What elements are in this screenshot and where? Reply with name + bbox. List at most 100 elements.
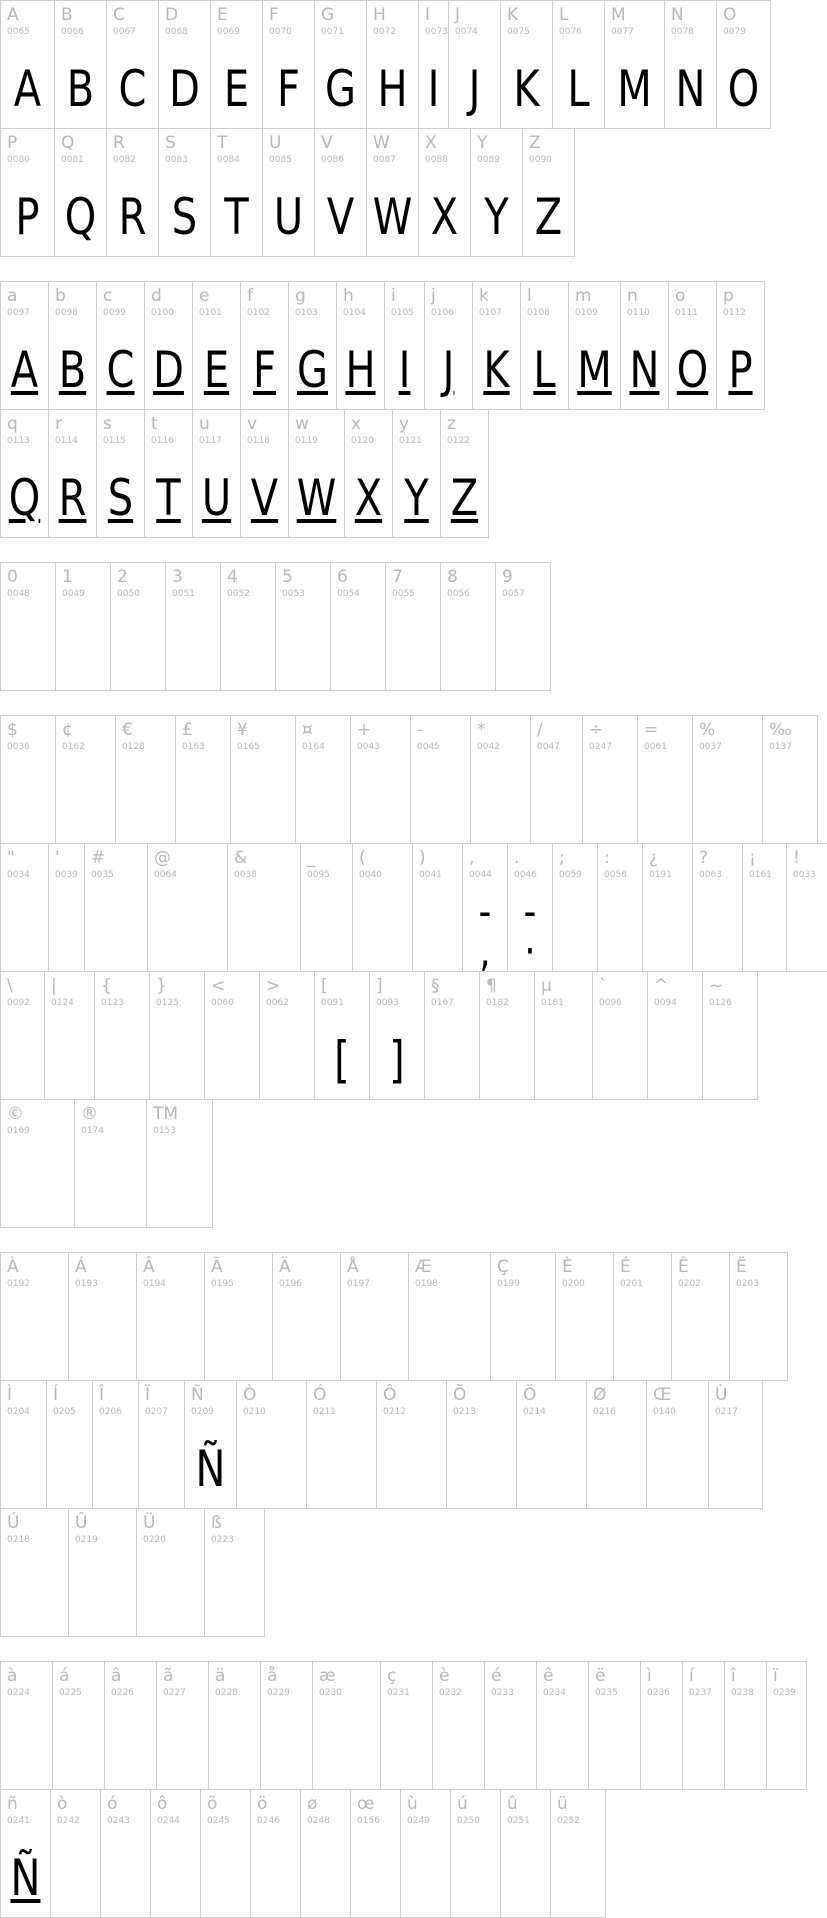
glyph-cell: '0039 bbox=[48, 843, 85, 972]
glyph-preview: Z bbox=[446, 462, 484, 533]
char-code: 0227 bbox=[163, 1688, 186, 1698]
glyph-cell: ©0169 bbox=[0, 1099, 75, 1228]
char-label: ú bbox=[457, 1794, 468, 1814]
char-label: Á bbox=[75, 1257, 87, 1277]
char-code: 0204 bbox=[7, 1407, 30, 1417]
char-label: § bbox=[431, 976, 440, 996]
glyph-preview: L bbox=[558, 53, 599, 124]
char-label: Ç bbox=[497, 1257, 509, 1277]
glyph-text: I bbox=[427, 59, 440, 118]
char-label: ï bbox=[773, 1666, 778, 1686]
char-code: 0039 bbox=[55, 870, 78, 880]
char-label: - bbox=[417, 720, 424, 740]
char-label: æ bbox=[319, 1666, 336, 1686]
char-code: 0125 bbox=[156, 998, 179, 1008]
char-label: ç bbox=[387, 1666, 397, 1686]
char-code: 0099 bbox=[103, 308, 126, 318]
glyph-preview: F bbox=[246, 334, 284, 405]
glyph-preview: Q bbox=[6, 462, 44, 533]
glyph-preview: - , bbox=[467, 889, 502, 971]
char-label: X bbox=[425, 133, 437, 153]
char-code: 0242 bbox=[57, 1816, 80, 1826]
char-code: 0087 bbox=[373, 155, 396, 165]
char-label: l bbox=[527, 286, 532, 306]
char-code: 0076 bbox=[559, 27, 582, 37]
char-label: m bbox=[575, 286, 592, 306]
char-label: & bbox=[234, 848, 248, 868]
char-code: 0040 bbox=[359, 870, 382, 880]
char-code: 0229 bbox=[267, 1688, 290, 1698]
glyph-preview: N bbox=[626, 334, 664, 405]
glyph-text: R bbox=[118, 187, 147, 246]
char-code: 0200 bbox=[562, 1279, 585, 1289]
char-code: 0230 bbox=[319, 1688, 342, 1698]
char-label: å bbox=[267, 1666, 278, 1686]
char-label: ü bbox=[557, 1794, 568, 1814]
glyph-preview: [ bbox=[320, 1024, 363, 1095]
glyph-cell: €0128 bbox=[115, 715, 176, 844]
char-label: ã bbox=[163, 1666, 174, 1686]
char-label: è bbox=[439, 1666, 450, 1686]
glyph-preview: M bbox=[574, 334, 615, 405]
char-label: z bbox=[447, 414, 456, 434]
char-label: | bbox=[51, 976, 57, 996]
char-label: w bbox=[295, 414, 309, 434]
char-code: 0085 bbox=[269, 155, 292, 165]
char-code: 0217 bbox=[715, 1407, 738, 1417]
glyph-cell: ]0093] bbox=[369, 971, 425, 1100]
glyph-text: P bbox=[728, 340, 753, 399]
char-code: 0048 bbox=[7, 589, 30, 599]
char-code: 0234 bbox=[543, 1688, 566, 1698]
char-label: A bbox=[7, 5, 19, 25]
glyph-text: A bbox=[13, 59, 42, 118]
glyph-text: C bbox=[118, 59, 147, 118]
char-label: O bbox=[723, 5, 737, 25]
char-code: 0095 bbox=[307, 870, 330, 880]
char-label: ¤ bbox=[302, 720, 313, 740]
char-label: v bbox=[247, 414, 258, 434]
char-code: 0243 bbox=[107, 1816, 130, 1826]
char-code: 0110 bbox=[627, 308, 650, 318]
glyph-text: N bbox=[629, 340, 660, 399]
glyph-text: T bbox=[156, 468, 181, 527]
char-code: 0043 bbox=[357, 742, 380, 752]
char-code: 0033 bbox=[793, 870, 816, 880]
char-label: k bbox=[479, 286, 489, 306]
char-label: g bbox=[295, 286, 306, 306]
glyph-preview: V bbox=[246, 462, 284, 533]
glyph-text: M bbox=[577, 340, 612, 399]
char-code: 0197 bbox=[347, 1279, 370, 1289]
char-label: p bbox=[723, 286, 734, 306]
char-label: © bbox=[7, 1104, 24, 1124]
char-label: _ bbox=[307, 848, 316, 868]
char-code: 0090 bbox=[529, 155, 552, 165]
glyph-text: W bbox=[372, 187, 413, 246]
char-code: 0060 bbox=[211, 998, 234, 1008]
glyph-preview: I bbox=[389, 334, 420, 405]
glyph-text: X bbox=[430, 187, 459, 246]
glyph-text: L bbox=[533, 340, 556, 399]
glyph-cell: .0046- · bbox=[507, 843, 553, 972]
char-code: 0236 bbox=[647, 1688, 670, 1698]
char-label: E bbox=[217, 5, 228, 25]
char-label: ù bbox=[407, 1794, 418, 1814]
char-label: Ä bbox=[279, 1257, 291, 1277]
glyph-text: Q bbox=[64, 187, 97, 246]
char-code: 0094 bbox=[654, 998, 677, 1008]
glyph-preview: C bbox=[102, 334, 140, 405]
char-label: K bbox=[507, 5, 519, 25]
glyph-cell: ¡0161 bbox=[742, 843, 787, 972]
